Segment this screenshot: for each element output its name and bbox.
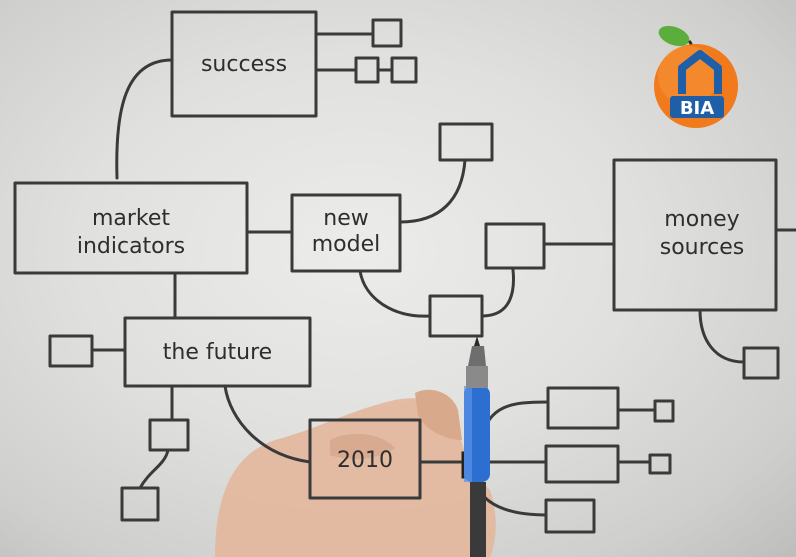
central-small-box xyxy=(428,294,484,338)
svg-text:BIA: BIA xyxy=(680,98,714,119)
bia-logo: BIA xyxy=(648,20,744,130)
success-small-box-mid xyxy=(354,56,380,84)
money-sources-label-line1: money xyxy=(664,207,740,232)
market-indicators-label-line2: indicators xyxy=(76,234,186,259)
right-cluster-box-bottom xyxy=(544,498,596,534)
success-small-box-end xyxy=(390,56,418,84)
right-cluster-box-mid xyxy=(544,444,620,484)
market-indicators-box xyxy=(13,181,249,275)
success-label: success xyxy=(200,52,288,77)
the-future-bottom-box xyxy=(120,486,160,522)
money-sources-box xyxy=(612,158,778,312)
the-future-left-box xyxy=(48,334,94,368)
success-box xyxy=(170,10,318,118)
new-model-box xyxy=(290,193,402,273)
the-future-label: the future xyxy=(162,340,273,365)
new-model-label-line1: new xyxy=(323,206,369,231)
right-cluster-tiny-mid xyxy=(648,453,672,475)
marker-pen xyxy=(461,336,490,557)
right-cluster-tiny-top xyxy=(653,399,675,423)
new-model-label-line2: model xyxy=(311,232,381,257)
the-future-lower-box xyxy=(148,418,190,452)
year-2010-box xyxy=(308,418,422,500)
market-indicators-label-line1: market xyxy=(91,206,171,231)
right-cluster-box-top xyxy=(546,386,620,430)
success-small-box-top xyxy=(371,18,403,48)
money-sources-small-box xyxy=(742,346,780,380)
connector-box xyxy=(484,222,546,270)
hand-illustration xyxy=(215,389,496,557)
the-future-box xyxy=(123,316,312,388)
money-sources-label-line2: sources xyxy=(659,235,745,260)
year-2010-label: 2010 xyxy=(337,448,393,473)
new-model-top-box xyxy=(438,122,494,162)
